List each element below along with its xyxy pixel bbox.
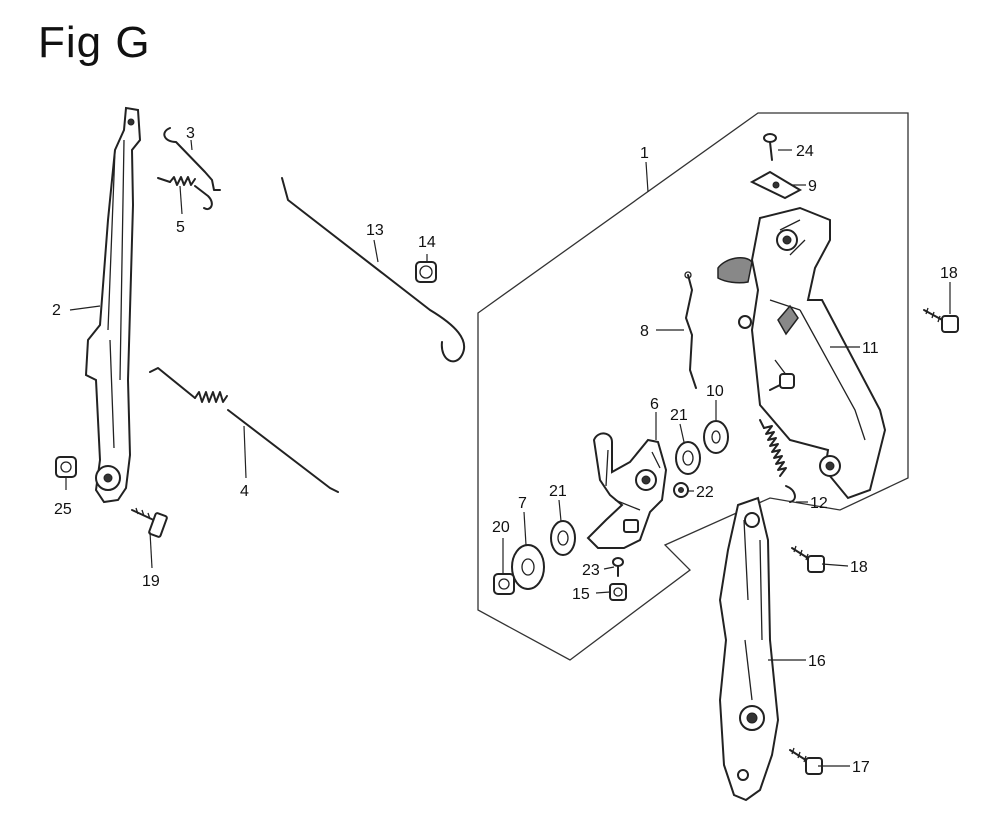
- part-5-small-spring[interactable]: [157, 176, 213, 210]
- part-22-nut[interactable]: [673, 482, 689, 498]
- part-7-large-washer[interactable]: [511, 544, 545, 590]
- callout-10: 10: [706, 383, 724, 400]
- callout-15: 15: [572, 586, 590, 603]
- callout-11: 11: [862, 340, 879, 357]
- part-6-throttle-lever[interactable]: [586, 432, 668, 549]
- part-21-washer-lower[interactable]: [550, 520, 576, 556]
- assembly-outline-frame: [477, 112, 909, 661]
- callout-4: 4: [240, 483, 249, 500]
- part-17-bolt[interactable]: [789, 747, 823, 775]
- callout-8: 8: [640, 323, 649, 340]
- callout-labels: 1 2 3 4 5 6 7 8 9 10 11 12 13 14 15 16 1…: [52, 125, 958, 776]
- part-20-nut[interactable]: [493, 573, 515, 595]
- part-4-spring-rod[interactable]: [149, 367, 339, 493]
- part-8-link-wire[interactable]: [684, 271, 697, 389]
- callout-5: 5: [176, 219, 185, 236]
- callout-18-upper: 18: [940, 265, 958, 282]
- callout-2: 2: [52, 302, 61, 319]
- part-2-lever-arm[interactable]: [84, 106, 142, 504]
- callout-13: 13: [366, 222, 384, 239]
- part-13-bent-rod[interactable]: [281, 177, 466, 363]
- callout-20: 20: [492, 519, 510, 536]
- part-23-small-screw[interactable]: [612, 557, 624, 577]
- callout-17: 17: [852, 759, 870, 776]
- callout-7: 7: [518, 495, 527, 512]
- callout-22: 22: [696, 484, 714, 501]
- part-3-small-rod[interactable]: [163, 127, 221, 191]
- part-10-washer[interactable]: [703, 420, 729, 454]
- callout-12: 12: [810, 495, 828, 512]
- part-19-bolt[interactable]: [131, 507, 168, 538]
- part-15-nut[interactable]: [609, 583, 627, 601]
- callout-21-lower: 21: [549, 483, 567, 500]
- figure-title: Fig G: [38, 18, 151, 67]
- callout-21-upper: 21: [670, 407, 688, 424]
- part-21-washer-upper[interactable]: [675, 441, 701, 475]
- callout-16: 16: [808, 653, 826, 670]
- part-9-clip[interactable]: [749, 170, 803, 200]
- part-11-control-bracket[interactable]: [717, 206, 887, 500]
- part-18-bolt-upper[interactable]: [923, 307, 959, 333]
- callout-3: 3: [186, 125, 195, 142]
- callout-9: 9: [808, 178, 817, 195]
- callout-24: 24: [796, 143, 814, 160]
- part-25-nut[interactable]: [55, 456, 77, 478]
- part-16-long-plate[interactable]: [718, 496, 780, 802]
- callout-18-lower: 18: [850, 559, 868, 576]
- callout-14: 14: [418, 234, 436, 251]
- callout-6: 6: [650, 396, 659, 413]
- leader-lines: [65, 139, 951, 767]
- part-24-screw[interactable]: [763, 133, 777, 161]
- callout-23: 23: [582, 562, 600, 579]
- callout-25: 25: [54, 501, 72, 518]
- part-12-spring[interactable]: [759, 419, 796, 503]
- part-14-nut[interactable]: [415, 261, 437, 283]
- part-18-bolt-lower[interactable]: [791, 545, 825, 573]
- callout-19: 19: [142, 573, 160, 590]
- callout-1: 1: [640, 145, 649, 162]
